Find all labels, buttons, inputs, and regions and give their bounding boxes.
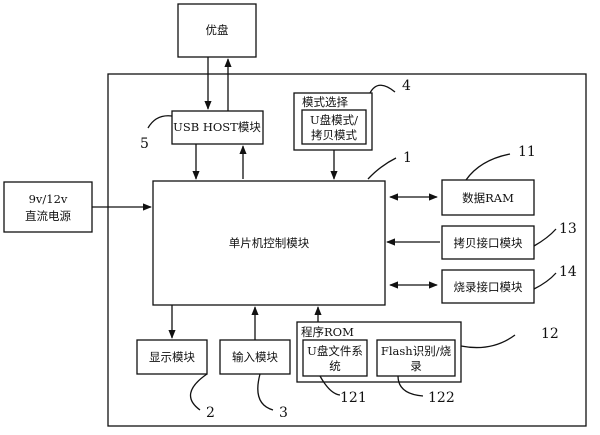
reference-numbers: 1 11 13 14 12 4 5 2 3 121 122 <box>140 78 577 421</box>
power-block: 9v/12v 直流电源 <box>3 181 93 233</box>
udisk-block: 优盘 <box>177 3 257 58</box>
input-label: 输入模块 <box>232 350 278 364</box>
power-line-1: 9v/12v <box>29 192 68 206</box>
connectors <box>92 57 440 340</box>
burn-interface-block: 烧录接口模块 <box>441 269 535 304</box>
mcu-block: 单片机控制模块 <box>152 180 386 306</box>
copy-interface-block: 拷贝接口模块 <box>441 225 535 260</box>
flash-line-2: 录 <box>410 359 422 373</box>
program-rom-title: 程序ROM <box>301 325 354 339</box>
ref-122: 122 <box>428 390 455 406</box>
input-block: 输入模块 <box>219 339 291 375</box>
mode-line-2: 拷贝模式 <box>311 128 357 142</box>
ref-14: 14 <box>559 264 577 280</box>
display-block: 显示模块 <box>136 339 208 375</box>
ref-2: 2 <box>206 405 215 421</box>
mode-select-block: 模式选择 U盘模式/ 拷贝模式 <box>293 92 373 151</box>
burn-interface-label: 烧录接口模块 <box>454 280 523 294</box>
fs-line-1: U盘文件系 <box>307 344 363 358</box>
ref-3: 3 <box>279 405 288 421</box>
power-line-2: 直流电源 <box>25 209 71 223</box>
mode-select-title: 模式选择 <box>302 95 348 109</box>
usb-host-block: USB HOST模块 <box>171 110 264 145</box>
udisk-label: 优盘 <box>206 23 229 37</box>
data-ram-block: 数据RAM <box>441 179 535 216</box>
program-rom-block: 程序ROM U盘文件系 统 Flash识别/烧 录 <box>296 321 462 383</box>
mcu-label: 单片机控制模块 <box>229 236 310 250</box>
ref-11: 11 <box>518 144 536 160</box>
usb-host-label: USB HOST模块 <box>173 120 261 134</box>
display-label: 显示模块 <box>149 350 195 364</box>
fs-line-2: 统 <box>329 359 341 373</box>
ref-121: 121 <box>340 390 367 406</box>
mode-line-1: U盘模式/ <box>310 113 358 127</box>
flash-line-1: Flash识别/烧 <box>381 344 452 358</box>
leader-lines <box>147 84 557 411</box>
ref-1: 1 <box>403 150 412 166</box>
ref-4: 4 <box>402 78 411 94</box>
copy-interface-label: 拷贝接口模块 <box>454 236 523 250</box>
ref-13: 13 <box>559 221 577 237</box>
ref-12: 12 <box>541 326 559 342</box>
ref-5: 5 <box>140 136 149 152</box>
data-ram-label: 数据RAM <box>462 191 514 205</box>
